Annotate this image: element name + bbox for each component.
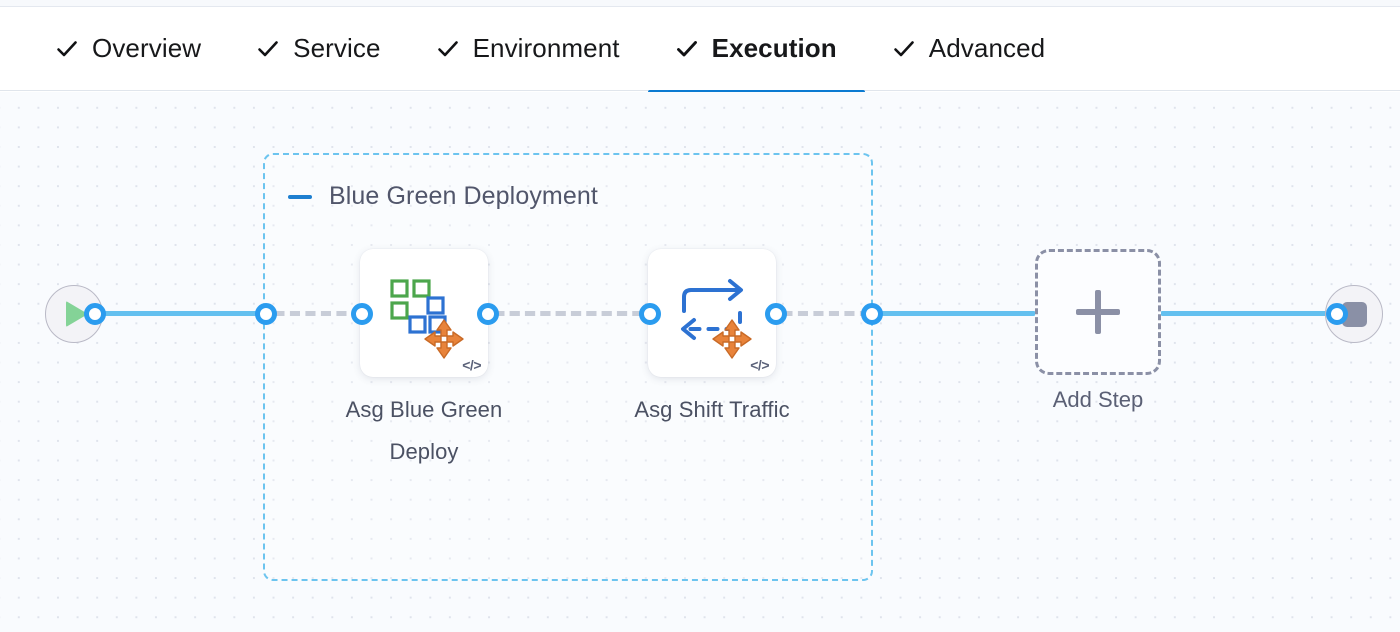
stage-group-title: Blue Green Deployment [329,182,598,210]
code-badge-icon: </> [750,357,769,373]
check-icon [893,38,915,60]
check-icon [257,38,279,60]
asg-shift-traffic-icon [648,249,776,377]
edge-step2-to-group-exit [780,311,872,316]
check-icon [437,38,459,60]
asg-blue-green-deploy-icon [360,249,488,377]
plus-icon [1076,290,1120,334]
stage-group-header: Blue Green Deployment [287,182,598,211]
stage-tab-bar: Overview Service Environment Execution A [0,7,1400,95]
connector-step2-in[interactable] [639,303,661,325]
tab-environment[interactable]: Environment [409,7,648,91]
tab-execution[interactable]: Execution [647,7,865,95]
step-node-asg-shift-traffic[interactable]: </> Asg Shift Traffic [634,249,790,422]
step-card[interactable]: </> [648,249,776,377]
step-label: Asg Blue Green Deploy [345,397,503,464]
edge-start-to-group [94,311,270,316]
minus-icon[interactable] [287,184,313,210]
edge-step1-to-step2 [492,311,652,316]
stage-group-blue-green-deployment[interactable]: Blue Green Deployment [263,153,873,581]
connector-start-out[interactable] [84,303,106,325]
connector-step2-out[interactable] [765,303,787,325]
check-icon [56,38,78,60]
connector-step1-in[interactable] [351,303,373,325]
connector-end-in[interactable] [1326,303,1348,325]
edge-group-to-add-step [876,311,1036,316]
add-step-node[interactable]: Add Step [1035,249,1161,412]
edge-add-step-to-end [1160,311,1335,316]
add-step-label: Add Step [1052,387,1144,412]
check-icon [676,38,698,60]
step-node-asg-blue-green-deploy[interactable]: </> Asg Blue Green Deploy [346,249,502,464]
step-label: Asg Shift Traffic [634,397,790,422]
edge-group-entry-to-step1 [272,311,364,316]
play-icon [66,301,88,327]
top-strip [0,0,1400,7]
tab-advanced[interactable]: Advanced [865,7,1073,91]
connector-step1-out[interactable] [477,303,499,325]
pipeline-canvas[interactable]: Blue Green Deployment [0,92,1400,632]
code-badge-icon: </> [462,357,481,373]
tab-service[interactable]: Service [229,7,408,91]
add-step-button[interactable] [1035,249,1161,375]
tab-label: Environment [472,33,620,63]
step-card[interactable]: </> [360,249,488,377]
connector-group-in[interactable] [255,303,277,325]
tab-label: Service [293,33,381,63]
tab-overview[interactable]: Overview [28,7,229,91]
connector-group-out[interactable] [861,303,883,325]
tab-label: Overview [92,33,202,63]
tab-label: Execution [711,33,837,63]
tab-label: Advanced [928,33,1046,63]
